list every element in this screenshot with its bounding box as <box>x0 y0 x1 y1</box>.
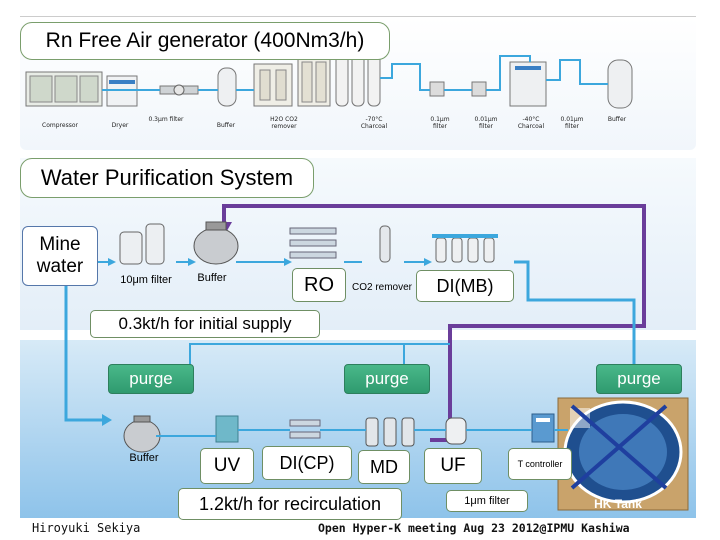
charcoal-40-label: -40°C Charcoal <box>517 116 545 130</box>
ro-membranes-icon <box>289 227 337 259</box>
bottom-buffer-label: Buffer <box>129 452 159 464</box>
md-modules-icon <box>365 417 415 447</box>
filter-0-3-icon <box>159 84 199 96</box>
mine-water-label: Mine water <box>22 226 98 286</box>
h2o-co2-remover-label: H2O CO2 remover <box>270 116 298 130</box>
di-cp-label: DI(CP) <box>262 446 352 480</box>
hk-tank-label: HK Tank <box>594 497 642 511</box>
filter-10-icon <box>119 223 165 265</box>
compressor-label: Compressor <box>42 122 78 129</box>
charcoal-40-unit-icon <box>509 61 547 107</box>
event-footer: Open Hyper-K meeting Aug 23 2012@IPMU Ka… <box>318 521 630 535</box>
top-rule <box>20 16 696 17</box>
air-generator-title: Rn Free Air generator (400Nm3/h) <box>20 22 390 60</box>
t-controller-label: T controller <box>508 448 572 480</box>
uv-unit-icon <box>215 415 239 443</box>
t-controller-unit-icon <box>531 413 555 443</box>
water-buffer-label: Buffer <box>197 272 227 284</box>
bottom-buffer-tank-icon <box>123 415 161 453</box>
compressor-unit-icon <box>25 71 103 107</box>
dryer-label: Dryer <box>111 122 129 129</box>
uf-label: UF <box>424 448 482 484</box>
buffer-tank-icon <box>217 67 237 107</box>
purge-label-3: purge <box>596 364 682 394</box>
buffer-label: Buffer <box>216 122 236 129</box>
final-buffer-tank-icon <box>607 59 633 109</box>
di-mb-label: DI(MB) <box>416 270 514 302</box>
filter-0-3-label: 0.3μm filter <box>148 116 184 123</box>
charcoal-70-unit-icon <box>297 47 381 107</box>
filter-0-1-label: 0.1μm filter <box>430 116 450 130</box>
recirculation-label: 1.2kt/h for recirculation <box>178 488 402 520</box>
purge-label-1: purge <box>108 364 194 394</box>
water-buffer-tank-icon <box>193 221 239 265</box>
initial-supply-label: 0.3kt/h for initial supply <box>90 310 320 338</box>
author-footer: Hiroyuki Sekiya <box>32 521 141 535</box>
purge-label-2: purge <box>344 364 430 394</box>
ro-label: RO <box>292 268 346 302</box>
hk-tank-icon <box>557 397 689 511</box>
filter-1-label: 1μm filter <box>446 490 528 512</box>
uf-unit-icon <box>445 417 467 445</box>
md-label: MD <box>358 450 410 484</box>
charcoal-70-label: -70°C Charcoal <box>360 116 388 130</box>
filter-0-01b-label: 0.01μm filter <box>560 116 584 130</box>
water-system-title: Water Purification System <box>20 158 314 198</box>
h2o-co2-remover-icon <box>253 63 293 107</box>
co2-remover-label: CO2 remover <box>352 282 413 293</box>
filter-10-label: 10μm filter <box>120 274 172 286</box>
di-cp-columns-icon <box>289 419 321 439</box>
co2-remover-column-icon <box>379 225 391 263</box>
final-buffer-label: Buffer <box>607 116 627 123</box>
filter-0-01-label: 0.01μm filter <box>474 116 498 130</box>
uv-label: UV <box>200 448 254 484</box>
di-mb-columns-icon <box>432 234 498 263</box>
